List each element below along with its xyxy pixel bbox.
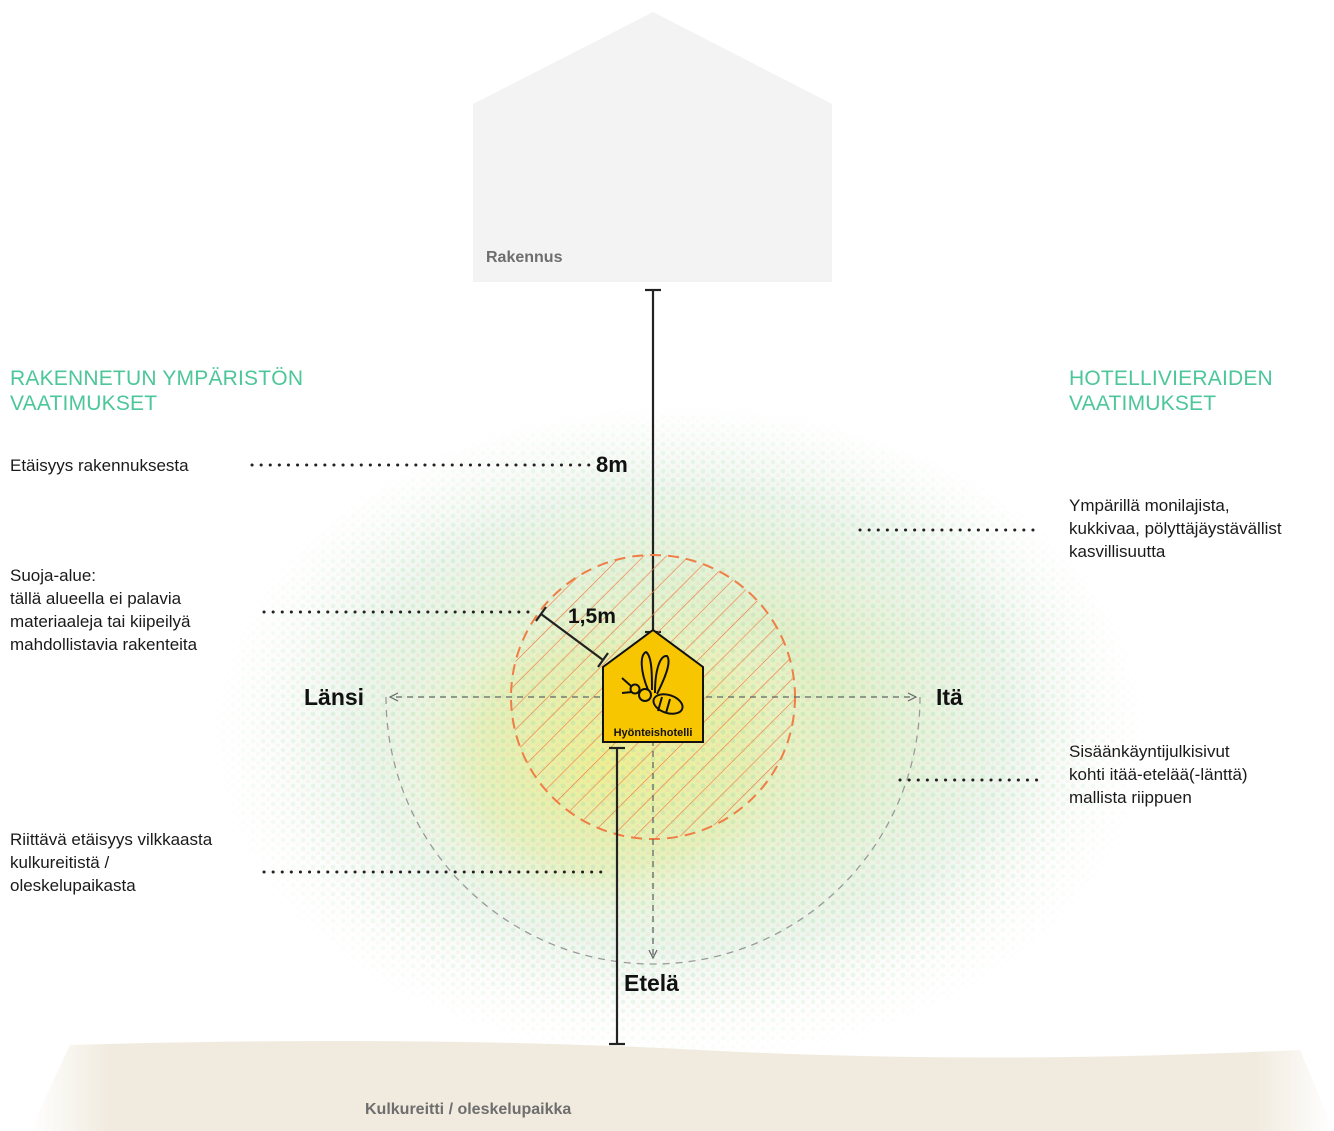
measure-building-distance: 8m (596, 452, 628, 477)
note-path-distance: Riittävä etäisyys vilkkaasta kulkureitis… (10, 828, 212, 897)
note-building-distance: Etäisyys rakennuksesta (10, 456, 189, 475)
radius-measure-line (535, 606, 609, 668)
note-path-distance-line-3: oleskelupaikasta (10, 876, 136, 895)
entrance-arc (385, 696, 921, 965)
building-label: Rakennus (486, 249, 563, 266)
note-vegetation-line-3: kasvillisuutta (1069, 542, 1166, 561)
direction-south: Etelä (624, 970, 679, 996)
note-entrance: Sisäänkäyntijulkisivut kohti itää-etelää… (1069, 740, 1248, 809)
vegetation-area (150, 390, 1210, 1060)
note-protection-line-2: tällä alueella ei palavia (10, 589, 182, 608)
note-protection-line-1: Suoja-alue: (10, 566, 97, 585)
right-heading: HOTELLIVIERAIDEN VAATIMUKSET (1069, 366, 1273, 416)
note-vegetation: Ympärillä monilajista, kukkivaa, pölyttä… (1069, 494, 1282, 563)
note-path-distance-line-2: kulkureitistä / (10, 853, 110, 872)
note-protection-zone: Suoja-alue: tällä alueella ei palavia ma… (10, 564, 197, 656)
insect-hotel (602, 628, 704, 743)
walkway-area (30, 1041, 1334, 1131)
note-entrance-line-1: Sisäänkäyntijulkisivut (1069, 742, 1230, 761)
right-heading-line-2: VAATIMUKSET (1069, 392, 1217, 415)
leader-lines (250, 463, 1042, 874)
walkway-label: Kulkureitti / oleskelupaikka (365, 1101, 572, 1118)
note-entrance-line-2: kohti itää-etelää(-länttä) (1069, 765, 1248, 784)
left-heading-line-1: RAKENNETUN YMPÄRISTÖN (10, 367, 304, 390)
note-protection-line-3: materiaaleja tai kiipeilyä (10, 612, 191, 631)
right-heading-line-1: HOTELLIVIERAIDEN (1069, 367, 1273, 390)
path-distance-measure-line (609, 746, 625, 1046)
note-vegetation-line-1: Ympärillä monilajista, (1069, 496, 1230, 515)
direction-east: Itä (936, 684, 963, 710)
left-heading: RAKENNETUN YMPÄRISTÖN VAATIMUKSET (10, 366, 303, 416)
direction-arrows (390, 697, 916, 958)
direction-west: Länsi (304, 684, 365, 710)
note-path-distance-line-1: Riittävä etäisyys vilkkaasta (10, 830, 213, 849)
building-shape (473, 12, 832, 282)
bee-icon (621, 651, 684, 715)
note-vegetation-line-2: kukkivaa, pölyttäjäystävällist (1069, 519, 1282, 538)
insect-hotel-label: Hyönteishotelli (613, 727, 693, 739)
measure-protection-radius: 1,5m (568, 605, 616, 628)
left-heading-line-2: VAATIMUKSET (10, 392, 158, 415)
note-protection-line-4: mahdollistavia rakenteita (10, 635, 198, 654)
note-entrance-line-3: mallista riippuen (1069, 788, 1192, 807)
